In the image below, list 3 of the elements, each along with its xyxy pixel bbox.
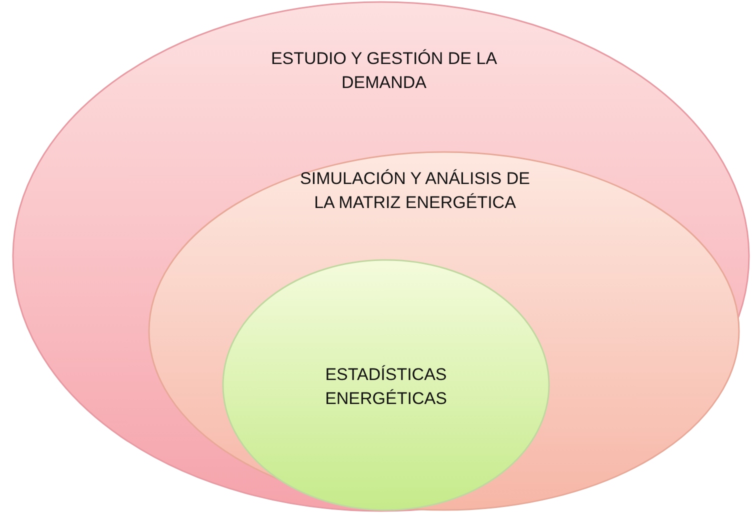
ellipse-label: ESTUDIO Y GESTIÓN DE LA DEMANDA — [270, 48, 498, 94]
ellipse-label: SIMULACIÓN Y ANÁLISIS DE LA MATRIZ ENERGÉTICA — [300, 168, 530, 214]
ellipse-label: ESTADÍSTICAS ENERGÉTICAS — [324, 364, 448, 410]
